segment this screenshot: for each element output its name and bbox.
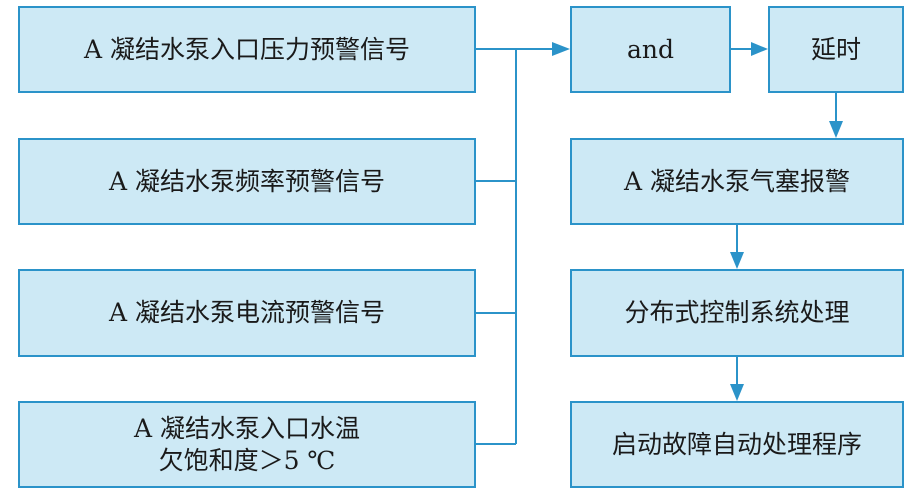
arrowhead-delay bbox=[751, 42, 768, 56]
input-current-warning: A 凝结水泵电流预警信号 bbox=[18, 269, 476, 357]
delay-block: 延时 bbox=[768, 6, 904, 93]
arrowhead-fault bbox=[730, 384, 744, 401]
air-lock-alarm: A 凝结水泵气塞报警 bbox=[570, 138, 904, 225]
air-lock-alarm-label: A 凝结水泵气塞报警 bbox=[623, 166, 850, 196]
delay-label: 延时 bbox=[810, 34, 861, 64]
fault-handling-program: 启动故障自动处理程序 bbox=[570, 401, 904, 488]
input-pressure-warning: A 凝结水泵入口压力预警信号 bbox=[18, 6, 476, 93]
and-gate-label: and bbox=[626, 34, 674, 64]
and-gate: and bbox=[570, 6, 731, 93]
arrowhead-and bbox=[552, 42, 570, 56]
input-temperature-warning: A 凝结水泵入口水温 欠饱和度＞5 ℃ bbox=[18, 401, 476, 488]
fault-handling-label: 启动故障自动处理程序 bbox=[611, 429, 862, 459]
arrowhead-alarm bbox=[829, 121, 843, 138]
dcs-processing-label: 分布式控制系统处理 bbox=[624, 298, 850, 328]
input-frequency-label: A 凝结水泵频率预警信号 bbox=[108, 166, 385, 196]
input-temperature-label-line1: A 凝结水泵入口水温 bbox=[133, 414, 360, 444]
input-temperature-label-line2: 欠饱和度＞5 ℃ bbox=[158, 445, 336, 475]
input-pressure-label: A 凝结水泵入口压力预警信号 bbox=[83, 34, 410, 64]
input-current-label: A 凝结水泵电流预警信号 bbox=[108, 298, 385, 328]
dcs-processing: 分布式控制系统处理 bbox=[570, 269, 904, 357]
input-frequency-warning: A 凝结水泵频率预警信号 bbox=[18, 138, 476, 225]
arrowhead-dcs bbox=[730, 252, 744, 269]
